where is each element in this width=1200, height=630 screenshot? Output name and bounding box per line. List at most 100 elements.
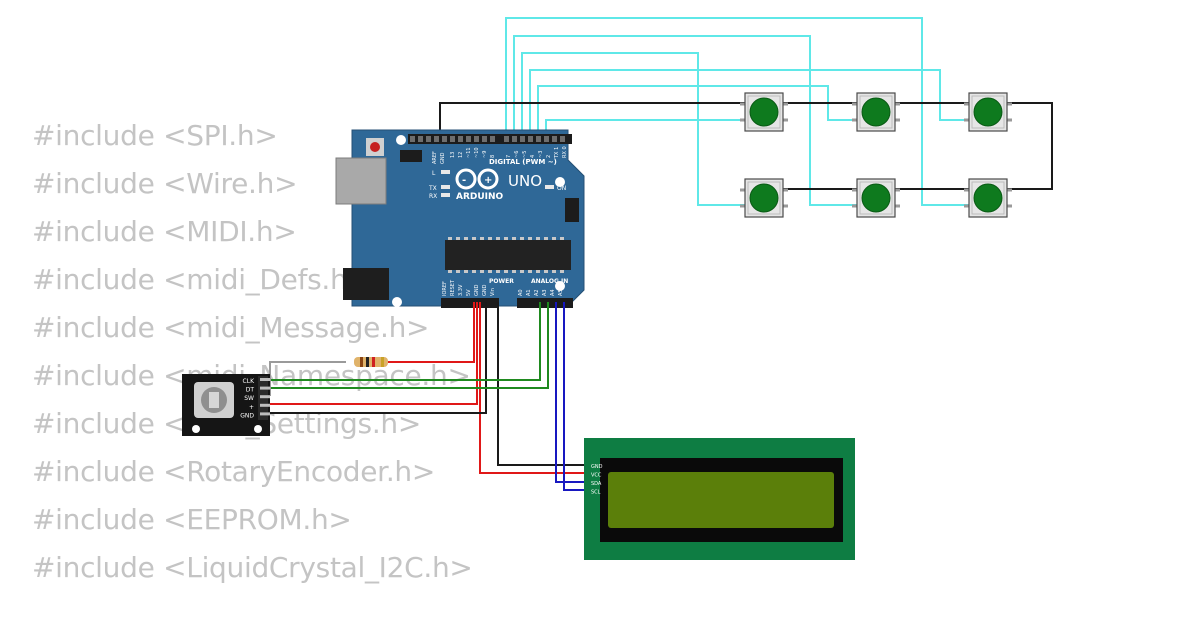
cyan-wires — [505, 17, 970, 206]
digital-pin-label: ~11 — [466, 147, 472, 158]
push-button[interactable] — [852, 178, 900, 218]
power-header — [441, 298, 499, 308]
digital-pin-label: 7 — [506, 155, 512, 158]
wire-d2 — [545, 119, 746, 138]
icsp-header-2 — [565, 198, 579, 222]
encoder-pin-label: DT — [246, 387, 255, 394]
button-cap — [974, 98, 1002, 126]
lcd-screen — [608, 472, 834, 528]
encoder-pin — [260, 403, 270, 407]
encoder-pin-label: SW — [244, 395, 254, 402]
push-button[interactable] — [964, 178, 1012, 218]
aref-gnd-labels: AREF GND — [432, 151, 446, 164]
tx-label: TX — [428, 185, 437, 192]
analog-pin-label: A5 — [558, 289, 564, 296]
svg-text:+: + — [484, 175, 492, 186]
digital-pin-holes — [410, 136, 565, 142]
push-button[interactable] — [740, 92, 788, 132]
encoder-pin — [260, 386, 270, 390]
encoder-pin-label: + — [249, 404, 254, 411]
button-cap — [750, 98, 778, 126]
power-pin-label: GND — [474, 284, 480, 296]
wire-d5 — [521, 52, 746, 206]
digital-pin-label: ~10 — [474, 147, 480, 158]
digital-pin-label: 12 — [458, 152, 464, 158]
digital-pin-label: ~9 — [482, 151, 488, 158]
button-cap — [974, 184, 1002, 212]
power-analog-wires — [269, 302, 590, 491]
svg-text:-: - — [462, 175, 466, 186]
code-line: #include <RotaryEncoder.h> — [32, 455, 436, 488]
usb-port — [335, 157, 387, 205]
rx-label: RX — [429, 193, 437, 200]
icsp-header — [400, 150, 422, 162]
digital-pin-label: 8 — [490, 155, 496, 158]
code-line: #include <midi_Message.h> — [32, 311, 430, 344]
analog-pin-label: A3 — [542, 289, 548, 296]
gnd-top-label: GND — [440, 152, 446, 164]
digital-pin-label: 13 — [450, 152, 456, 158]
push-button[interactable] — [964, 92, 1012, 132]
aref-label: AREF — [432, 151, 438, 164]
digital-pin-label: ~5 — [522, 151, 528, 158]
digital-header-label: DIGITAL (PWM ~) — [489, 158, 557, 166]
analog-pin-label: A4 — [550, 289, 556, 296]
code-listing: #include <SPI.h> #include <Wire.h> #incl… — [32, 116, 473, 596]
analog-pin-label: A1 — [526, 289, 532, 296]
analog-pin-label: A2 — [534, 289, 540, 296]
power-pin-label: Vin — [490, 288, 496, 296]
wire-d4 — [529, 69, 970, 138]
power-pin-label: 5V — [466, 289, 472, 296]
wire-d6 — [513, 35, 858, 206]
l-label: L — [432, 170, 436, 177]
microcontroller-chip — [445, 240, 571, 270]
encoder-pin — [260, 412, 270, 416]
power-pin-label: 3.3V — [458, 284, 464, 296]
lcd-pin-label: VCC — [591, 473, 602, 479]
arduino-uno-board: - + UNO ARDUINO DIGITAL (PWM ~) ON L TX … — [335, 129, 585, 308]
wire-d7 — [505, 17, 970, 206]
code-line: #include <Wire.h> — [32, 167, 298, 200]
push-button[interactable] — [852, 92, 900, 132]
resistor — [354, 357, 388, 367]
analog-header — [517, 298, 573, 308]
lcd-pin-label: SCL — [591, 490, 601, 496]
power-header-label: POWER — [489, 278, 514, 285]
code-line: #include <LiquidCrystal_I2C.h> — [32, 551, 473, 584]
power-pin-label: RESET — [450, 279, 456, 296]
encoder-pin-label: CLK — [243, 378, 256, 385]
gnd-wires-buttons — [439, 102, 1053, 190]
digital-pin-label: 4 — [530, 155, 536, 158]
on-label: ON — [557, 185, 566, 192]
digital-pin-label: TX 1 — [554, 147, 560, 159]
lcd-pin-label: GND — [591, 464, 603, 470]
analog-header-label: ANALOG IN — [531, 278, 568, 285]
digital-pin-label: ~3 — [538, 151, 544, 158]
button-cap — [862, 184, 890, 212]
code-line: #include <MIDI.h> — [32, 215, 297, 248]
encoder-pin — [260, 378, 270, 381]
code-line: #include <SPI.h> — [32, 119, 278, 152]
power-pin-label: GND — [482, 284, 488, 296]
board-brand-label: ARDUINO — [456, 192, 504, 202]
digital-pin-label: RX 0 — [562, 146, 568, 158]
code-line: #include <EEPROM.h> — [32, 503, 352, 536]
push-button[interactable] — [740, 178, 788, 218]
code-line: #include <midi_Defs.h> — [32, 263, 371, 296]
encoder-pin-label: GND — [240, 412, 254, 419]
board-model-label: UNO — [508, 172, 542, 190]
digital-pin-label: ~6 — [514, 151, 520, 158]
button-cap — [750, 184, 778, 212]
push-buttons — [740, 92, 1012, 218]
button-cap — [862, 98, 890, 126]
power-pin-label: IOREF — [442, 281, 448, 296]
analog-pin-label: A0 — [518, 289, 524, 296]
